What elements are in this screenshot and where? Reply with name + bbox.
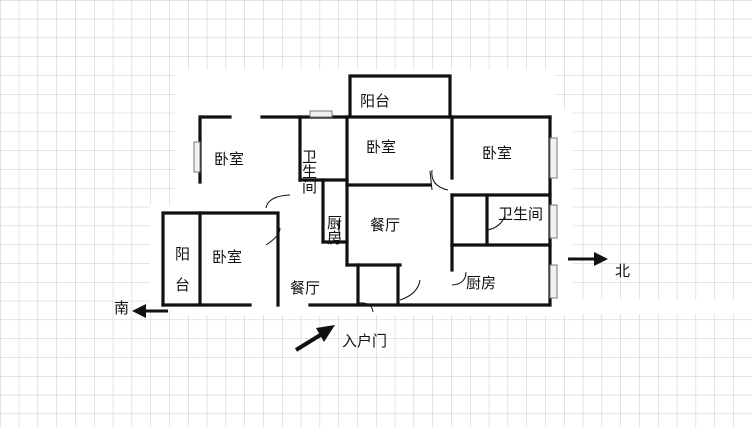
window-top [309, 110, 333, 118]
window-right-3 [549, 264, 558, 299]
entrance-label: 入户门 [342, 332, 387, 350]
room-dining-low: 餐厅 [290, 279, 320, 297]
room-bedroom-mid: 卧室 [366, 138, 396, 156]
window-left [193, 141, 201, 173]
entrance-arrow [294, 325, 335, 352]
room-bathroom-mid: 卫生间 [300, 149, 318, 195]
room-kitchen-right: 厨房 [466, 274, 496, 292]
room-dining-mid: 餐厅 [370, 216, 400, 234]
north-label: 北 [615, 262, 630, 280]
room-kitchen-mid: 厨房 [325, 215, 343, 245]
windows [193, 110, 558, 299]
walls [161, 74, 552, 307]
south-arrow [132, 304, 168, 318]
north-arrow [568, 252, 608, 266]
room-bathroom-mid-label: 卫生间 [300, 149, 318, 195]
door-swings [265, 169, 506, 313]
room-bedroom-lower: 卧室 [212, 248, 242, 266]
room-balcony-left: 阳台 [173, 246, 191, 308]
room-bedroom-left: 卧室 [214, 150, 244, 168]
room-balcony-top: 阳台 [360, 92, 390, 110]
window-right-2 [549, 204, 558, 239]
window-right-1 [549, 137, 558, 179]
room-bedroom-right: 卧室 [482, 144, 512, 162]
room-bathroom-right: 卫生间 [498, 205, 543, 223]
whiteouts [150, 70, 752, 315]
south-label: 南 [114, 299, 129, 317]
